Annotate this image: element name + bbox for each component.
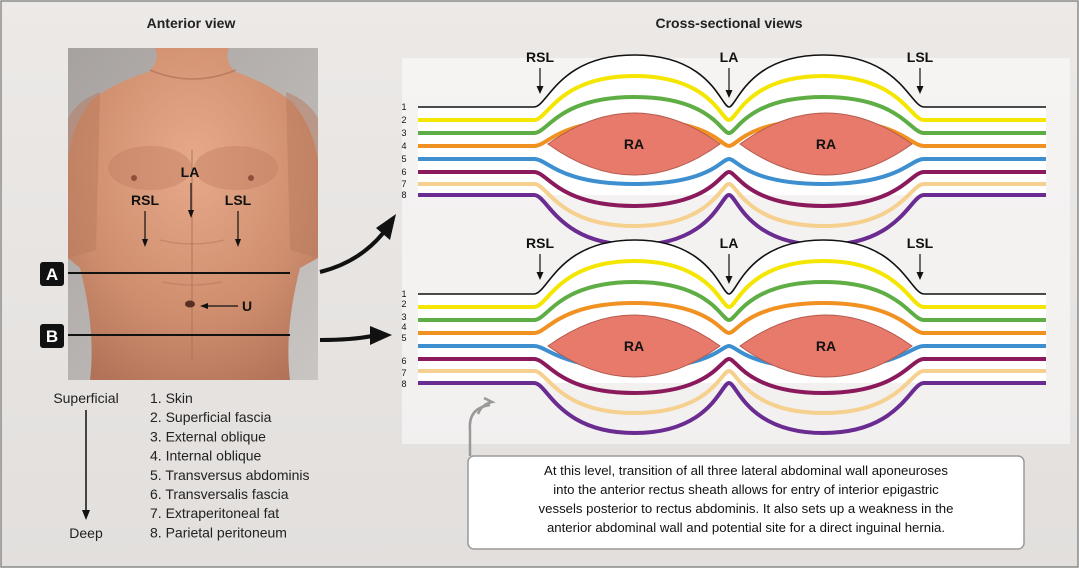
ra-label: RA — [816, 338, 836, 354]
layer-line-external-oblique — [418, 95, 1046, 135]
rectus-abdominis-right — [547, 112, 721, 176]
layer-line-extraperitoneal-fat — [418, 182, 1046, 228]
layer-number-6: 6 — [401, 356, 406, 366]
section-label-rsl: RSL — [526, 49, 554, 65]
layer-number-7: 7 — [401, 179, 406, 189]
layer-line-transversalis-fascia — [418, 357, 1046, 395]
layer-line-internal-oblique — [418, 301, 1046, 335]
arrowhead-to-section-b — [370, 326, 392, 345]
section-arrowhead-lsl — [916, 86, 924, 94]
anterior-view-title: Anterior view — [147, 15, 236, 31]
layer-list: 1. Skin 2. Superficial fascia 3. External … — [150, 390, 310, 540]
layer-line-parietal-peritoneum — [418, 381, 1046, 435]
callout-box — [467, 455, 1025, 550]
section-arrowhead-la — [725, 276, 733, 284]
callout-pointer-tip — [476, 396, 496, 415]
photo-label-rsl: RSL — [131, 192, 159, 208]
callout-line: vessels posterior to rectus abdominis. I… — [539, 501, 954, 516]
layer-list-item: 1. Skin — [150, 390, 193, 406]
layer-list-item: 5. Transversus abdominis — [150, 467, 310, 483]
layer-number-5: 5 — [401, 154, 406, 164]
layer-list-item: 8. Parietal peritoneum — [150, 524, 287, 540]
section-arrowhead-rsl — [536, 272, 544, 280]
photo-label-lsl: LSL — [225, 192, 252, 208]
photo-arrowhead-lsl — [235, 239, 241, 247]
rectus-abdominis-left — [739, 314, 913, 378]
layer-line-external-oblique — [418, 280, 1046, 322]
section-label-lsl: LSL — [907, 235, 934, 251]
ra-label: RA — [624, 338, 644, 354]
photo-label-la: LA — [181, 164, 200, 180]
layer-line-superficial-fascia — [418, 259, 1046, 309]
layer-number-3: 3 — [401, 128, 406, 138]
photo-arrowhead-u — [200, 303, 208, 309]
depth-superficial-label: Superficial — [53, 390, 118, 406]
section-arrowhead-la — [725, 90, 733, 98]
torso-photo — [68, 48, 318, 380]
layer-line-extraperitoneal-fat — [418, 369, 1046, 415]
rectus-abdominis-right — [547, 314, 721, 378]
layer-list-item: 3. External oblique — [150, 428, 266, 444]
layer-number-1: 1 — [401, 289, 406, 299]
layer-line-skin — [418, 54, 1046, 108]
section-arrowhead-lsl — [916, 272, 924, 280]
section-label-rsl: RSL — [526, 235, 554, 251]
layer-list-item: 4. Internal oblique — [150, 448, 262, 464]
layer-number-8: 8 — [401, 379, 406, 389]
level-a-label: A — [46, 265, 58, 284]
layer-number-1: 1 — [401, 102, 406, 112]
layer-line-parietal-peritoneum — [418, 193, 1046, 247]
layer-number-2: 2 — [401, 115, 406, 125]
ra-label: RA — [816, 136, 836, 152]
layer-number-7: 7 — [401, 368, 406, 378]
layer-number-5: 5 — [401, 333, 406, 343]
ra-label: RA — [624, 136, 644, 152]
layer-line-superficial-fascia — [418, 74, 1046, 122]
layer-number-6: 6 — [401, 167, 406, 177]
photo-label-u: U — [242, 298, 252, 314]
section-label-la: LA — [720, 49, 739, 65]
layer-number-3: 3 — [401, 312, 406, 322]
photo-arrowhead-la — [188, 210, 194, 218]
layer-number-4: 4 — [401, 141, 406, 151]
depth-deep-label: Deep — [69, 525, 103, 541]
layer-line-skin — [418, 239, 1046, 295]
level-b-label: B — [46, 327, 58, 346]
layer-list-item: 6. Transversalis fascia — [150, 486, 289, 502]
layer-line-transversus-abdominis — [418, 157, 1046, 186]
callout-line: into the anterior rectus sheath allows f… — [553, 482, 939, 497]
layer-number-8: 8 — [401, 190, 406, 200]
rectus-abdominis-left — [739, 112, 913, 176]
umbilicus-mark — [185, 300, 195, 308]
depth-arrowhead — [82, 510, 90, 520]
level-a-badge — [40, 262, 64, 286]
layer-list-item: 7. Extraperitoneal fat — [150, 505, 279, 521]
photo-arrowhead-rsl — [142, 239, 148, 247]
section-label-la: LA — [720, 235, 739, 251]
callout-line: At this level, transition of all three l… — [544, 463, 948, 478]
layer-list-item: 2. Superficial fascia — [150, 409, 272, 425]
arrow-to-section-b — [319, 334, 373, 342]
section-label-lsl: LSL — [907, 49, 934, 65]
cross-sectional-title: Cross-sectional views — [655, 15, 802, 31]
callout-text: At this level, transition of all three l… — [539, 463, 954, 535]
layer-line-transversalis-fascia — [418, 170, 1046, 208]
section-arrowhead-rsl — [536, 86, 544, 94]
level-b-badge — [40, 324, 64, 348]
arrowhead-to-section-a — [376, 214, 396, 240]
layer-number-4: 4 — [401, 322, 406, 332]
cross-section-a: 1 2 3 4 5 6 78 RA RA RSL LA LSL — [401, 49, 1046, 247]
callout-line: anterior abdominal wall and potential si… — [547, 520, 945, 535]
arrow-to-section-a — [319, 230, 386, 274]
layer-number-2: 2 — [401, 299, 406, 309]
